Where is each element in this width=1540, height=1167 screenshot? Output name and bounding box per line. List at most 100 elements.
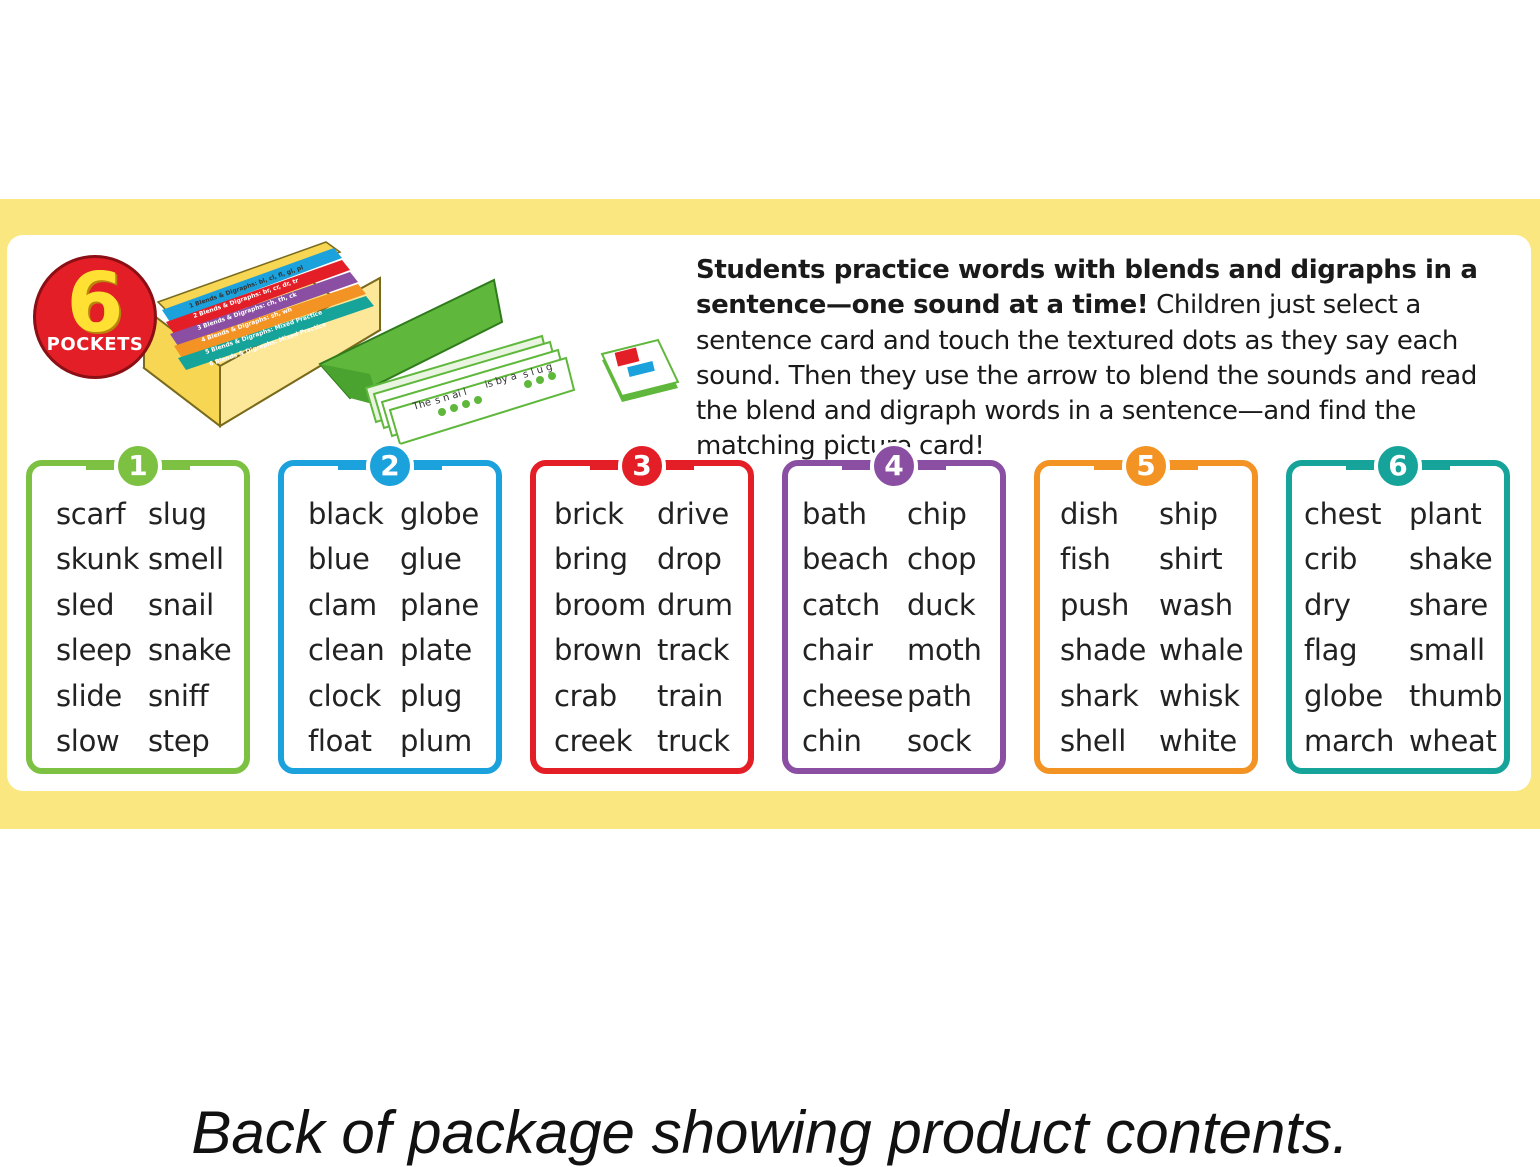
box-tab-6 bbox=[178, 296, 374, 370]
word: duck bbox=[907, 587, 976, 622]
pockets-badge: 6 POCKETS bbox=[33, 255, 157, 379]
picture-card-deck bbox=[600, 338, 680, 402]
word: march bbox=[1304, 724, 1395, 759]
word: moth bbox=[907, 633, 982, 668]
word: chest bbox=[1304, 497, 1382, 531]
word: share bbox=[1409, 587, 1488, 622]
word: skunk bbox=[56, 542, 140, 577]
pocket-card-5: 5 dish ship fish shirt push wash shade whale… bbox=[1034, 442, 1258, 774]
word: ship bbox=[1159, 497, 1218, 531]
word: chin bbox=[802, 724, 862, 759]
word: white bbox=[1159, 724, 1237, 759]
box-tab-5 bbox=[174, 284, 366, 358]
word: cheese bbox=[802, 678, 904, 713]
word: clam bbox=[308, 587, 377, 622]
badge-number: 6 bbox=[66, 256, 124, 351]
word: shake bbox=[1409, 542, 1493, 577]
word: broom bbox=[554, 587, 646, 622]
word: slug bbox=[148, 497, 207, 531]
word: whale bbox=[1159, 633, 1244, 668]
word: crab bbox=[554, 678, 617, 713]
word: shark bbox=[1060, 678, 1139, 713]
word: clock bbox=[308, 678, 381, 713]
green-pocket-front bbox=[320, 364, 380, 406]
image-caption: Back of package showing product contents… bbox=[191, 1099, 1349, 1166]
word: float bbox=[308, 724, 372, 759]
word: bath bbox=[802, 497, 867, 531]
word: globe bbox=[400, 497, 479, 531]
word: plate bbox=[400, 633, 472, 668]
sample-card-text-1: The bbox=[411, 397, 433, 413]
word-list-3: brick drive bring drop broom drum brown trac… bbox=[554, 492, 742, 764]
word: drop bbox=[657, 542, 722, 577]
box-tab-2 bbox=[162, 248, 342, 322]
description-normal: Children just select a sentence card and… bbox=[696, 290, 1477, 462]
word: catch bbox=[802, 587, 880, 622]
word: sleep bbox=[56, 633, 132, 668]
description-bold: Students practice words with blends and … bbox=[696, 255, 1478, 321]
word: blue bbox=[308, 542, 370, 577]
word: scarf bbox=[56, 497, 126, 531]
product-description: Students practice words with blends and … bbox=[696, 253, 1526, 465]
word: dish bbox=[1060, 497, 1119, 531]
word: truck bbox=[657, 724, 730, 759]
pocket-number-2: 2 bbox=[338, 442, 442, 490]
word: wash bbox=[1159, 587, 1233, 622]
word: glue bbox=[400, 542, 462, 577]
word: black bbox=[308, 497, 384, 531]
word: chair bbox=[802, 633, 873, 668]
word: smell bbox=[148, 542, 224, 577]
word: plane bbox=[400, 587, 479, 622]
word: shade bbox=[1060, 633, 1147, 668]
word: whisk bbox=[1159, 678, 1240, 713]
word-list-4: bath chip beach chop catch duck chair moth c… bbox=[802, 492, 994, 764]
word: sniff bbox=[148, 678, 209, 713]
word: slide bbox=[56, 678, 122, 713]
word: sock bbox=[907, 724, 972, 759]
word: train bbox=[657, 678, 724, 713]
word: slow bbox=[56, 724, 120, 759]
word: dry bbox=[1304, 587, 1351, 622]
word: small bbox=[1409, 633, 1485, 668]
word: plant bbox=[1409, 497, 1482, 531]
word: path bbox=[907, 678, 972, 713]
word: flag bbox=[1304, 633, 1358, 668]
word: snail bbox=[148, 587, 214, 622]
word: track bbox=[657, 633, 730, 668]
word: fish bbox=[1060, 542, 1111, 577]
word: brick bbox=[554, 497, 624, 531]
word: push bbox=[1060, 587, 1130, 622]
green-pocket-back bbox=[318, 278, 504, 400]
word: crib bbox=[1304, 542, 1358, 577]
word: shirt bbox=[1159, 542, 1223, 577]
word: drum bbox=[657, 587, 733, 622]
word: wheat bbox=[1409, 724, 1497, 759]
word: brown bbox=[554, 633, 643, 668]
word: drive bbox=[657, 497, 729, 531]
box-tab-4 bbox=[170, 272, 358, 346]
sentence-card-stack bbox=[364, 334, 576, 446]
word: snake bbox=[148, 633, 232, 668]
word: shell bbox=[1060, 724, 1126, 759]
box-tab-3 bbox=[166, 260, 350, 334]
word-list-5: dish ship fish shirt push wash shade whale s… bbox=[1060, 492, 1246, 764]
word: plum bbox=[400, 724, 472, 759]
word: chip bbox=[907, 497, 967, 531]
pocket-number-3: 3 bbox=[590, 442, 694, 490]
word: beach bbox=[802, 542, 889, 577]
word: thumb bbox=[1409, 678, 1503, 713]
word: sled bbox=[56, 587, 115, 622]
word: plug bbox=[400, 678, 463, 713]
word: chop bbox=[907, 542, 977, 577]
pocket-number-5: 5 bbox=[1094, 442, 1198, 490]
pocket-number-1: 1 bbox=[86, 442, 190, 490]
pocket-number-4: 4 bbox=[842, 442, 946, 490]
word: globe bbox=[1304, 678, 1383, 713]
word: bring bbox=[554, 542, 628, 577]
